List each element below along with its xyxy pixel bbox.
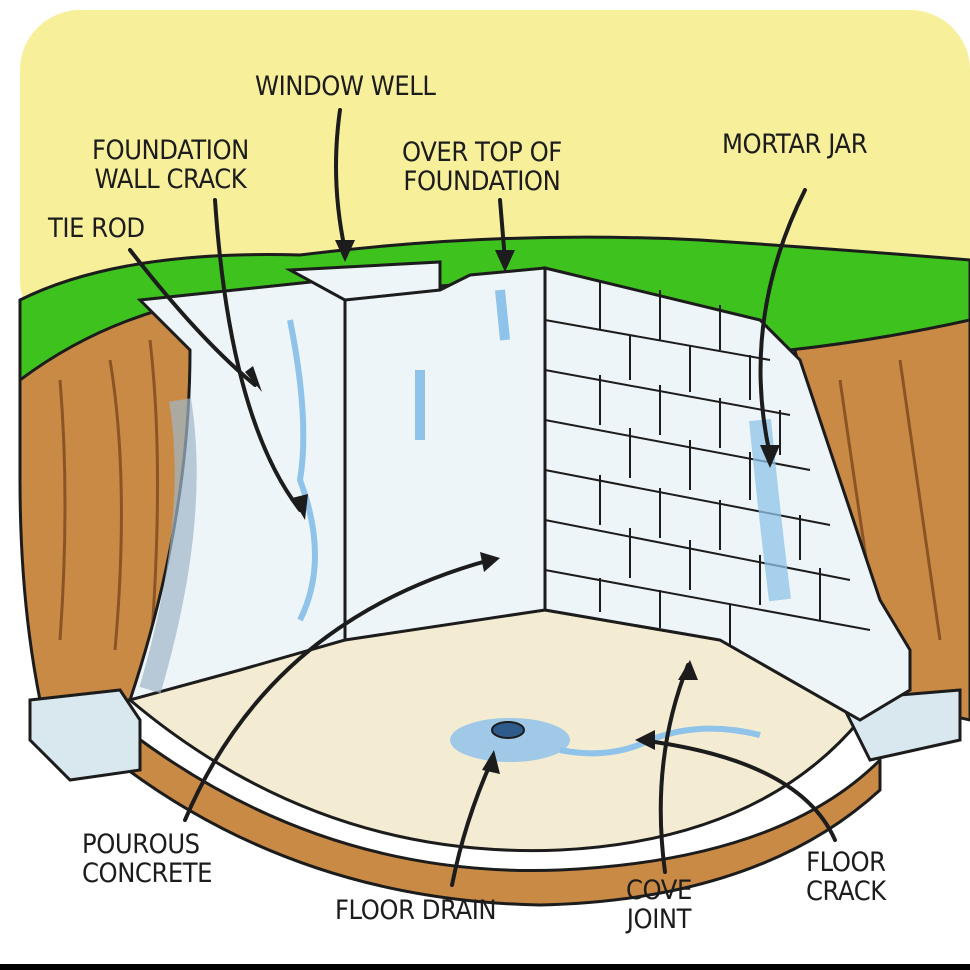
bottom-border xyxy=(0,964,970,970)
label-tie-rod: TIE ROD xyxy=(48,213,145,244)
label-mortar-jar: MORTAR JAR xyxy=(722,129,868,160)
label-pourous-concrete: POUROUS CONCRETE xyxy=(82,829,213,889)
label-window-well: WINDOW WELL xyxy=(255,71,436,102)
label-foundation-wall-crack: FOUNDATION WALL CRACK xyxy=(92,135,249,195)
arrow-cove-joint xyxy=(658,663,690,874)
label-floor-crack: FLOOR CRACK xyxy=(806,847,886,907)
arrow-foundation-wall-crack xyxy=(213,198,302,512)
arrow-heads xyxy=(245,240,780,774)
block-wall xyxy=(543,266,912,722)
floor-drain-puddle xyxy=(450,718,570,762)
label-cove-joint: COVE JOINT xyxy=(626,875,692,935)
arrow-mortar-jar xyxy=(758,188,807,457)
callout-arrows xyxy=(128,108,837,887)
arrow-floor-crack xyxy=(638,738,837,842)
back-wall xyxy=(343,266,547,642)
arrow-floor-drain xyxy=(450,758,494,887)
arrow-tie-rod xyxy=(128,248,257,387)
footing-left xyxy=(28,688,142,782)
label-floor-drain: FLOOR DRAIN xyxy=(335,895,497,926)
label-over-top-of-foundation: OVER TOP OF FOUNDATION xyxy=(402,137,562,197)
arrow-pourous-concrete xyxy=(183,558,492,822)
ground-base xyxy=(88,696,882,907)
arrow-window-well xyxy=(334,108,347,252)
floor-drain xyxy=(491,721,525,739)
wall-crack-line xyxy=(287,319,318,622)
